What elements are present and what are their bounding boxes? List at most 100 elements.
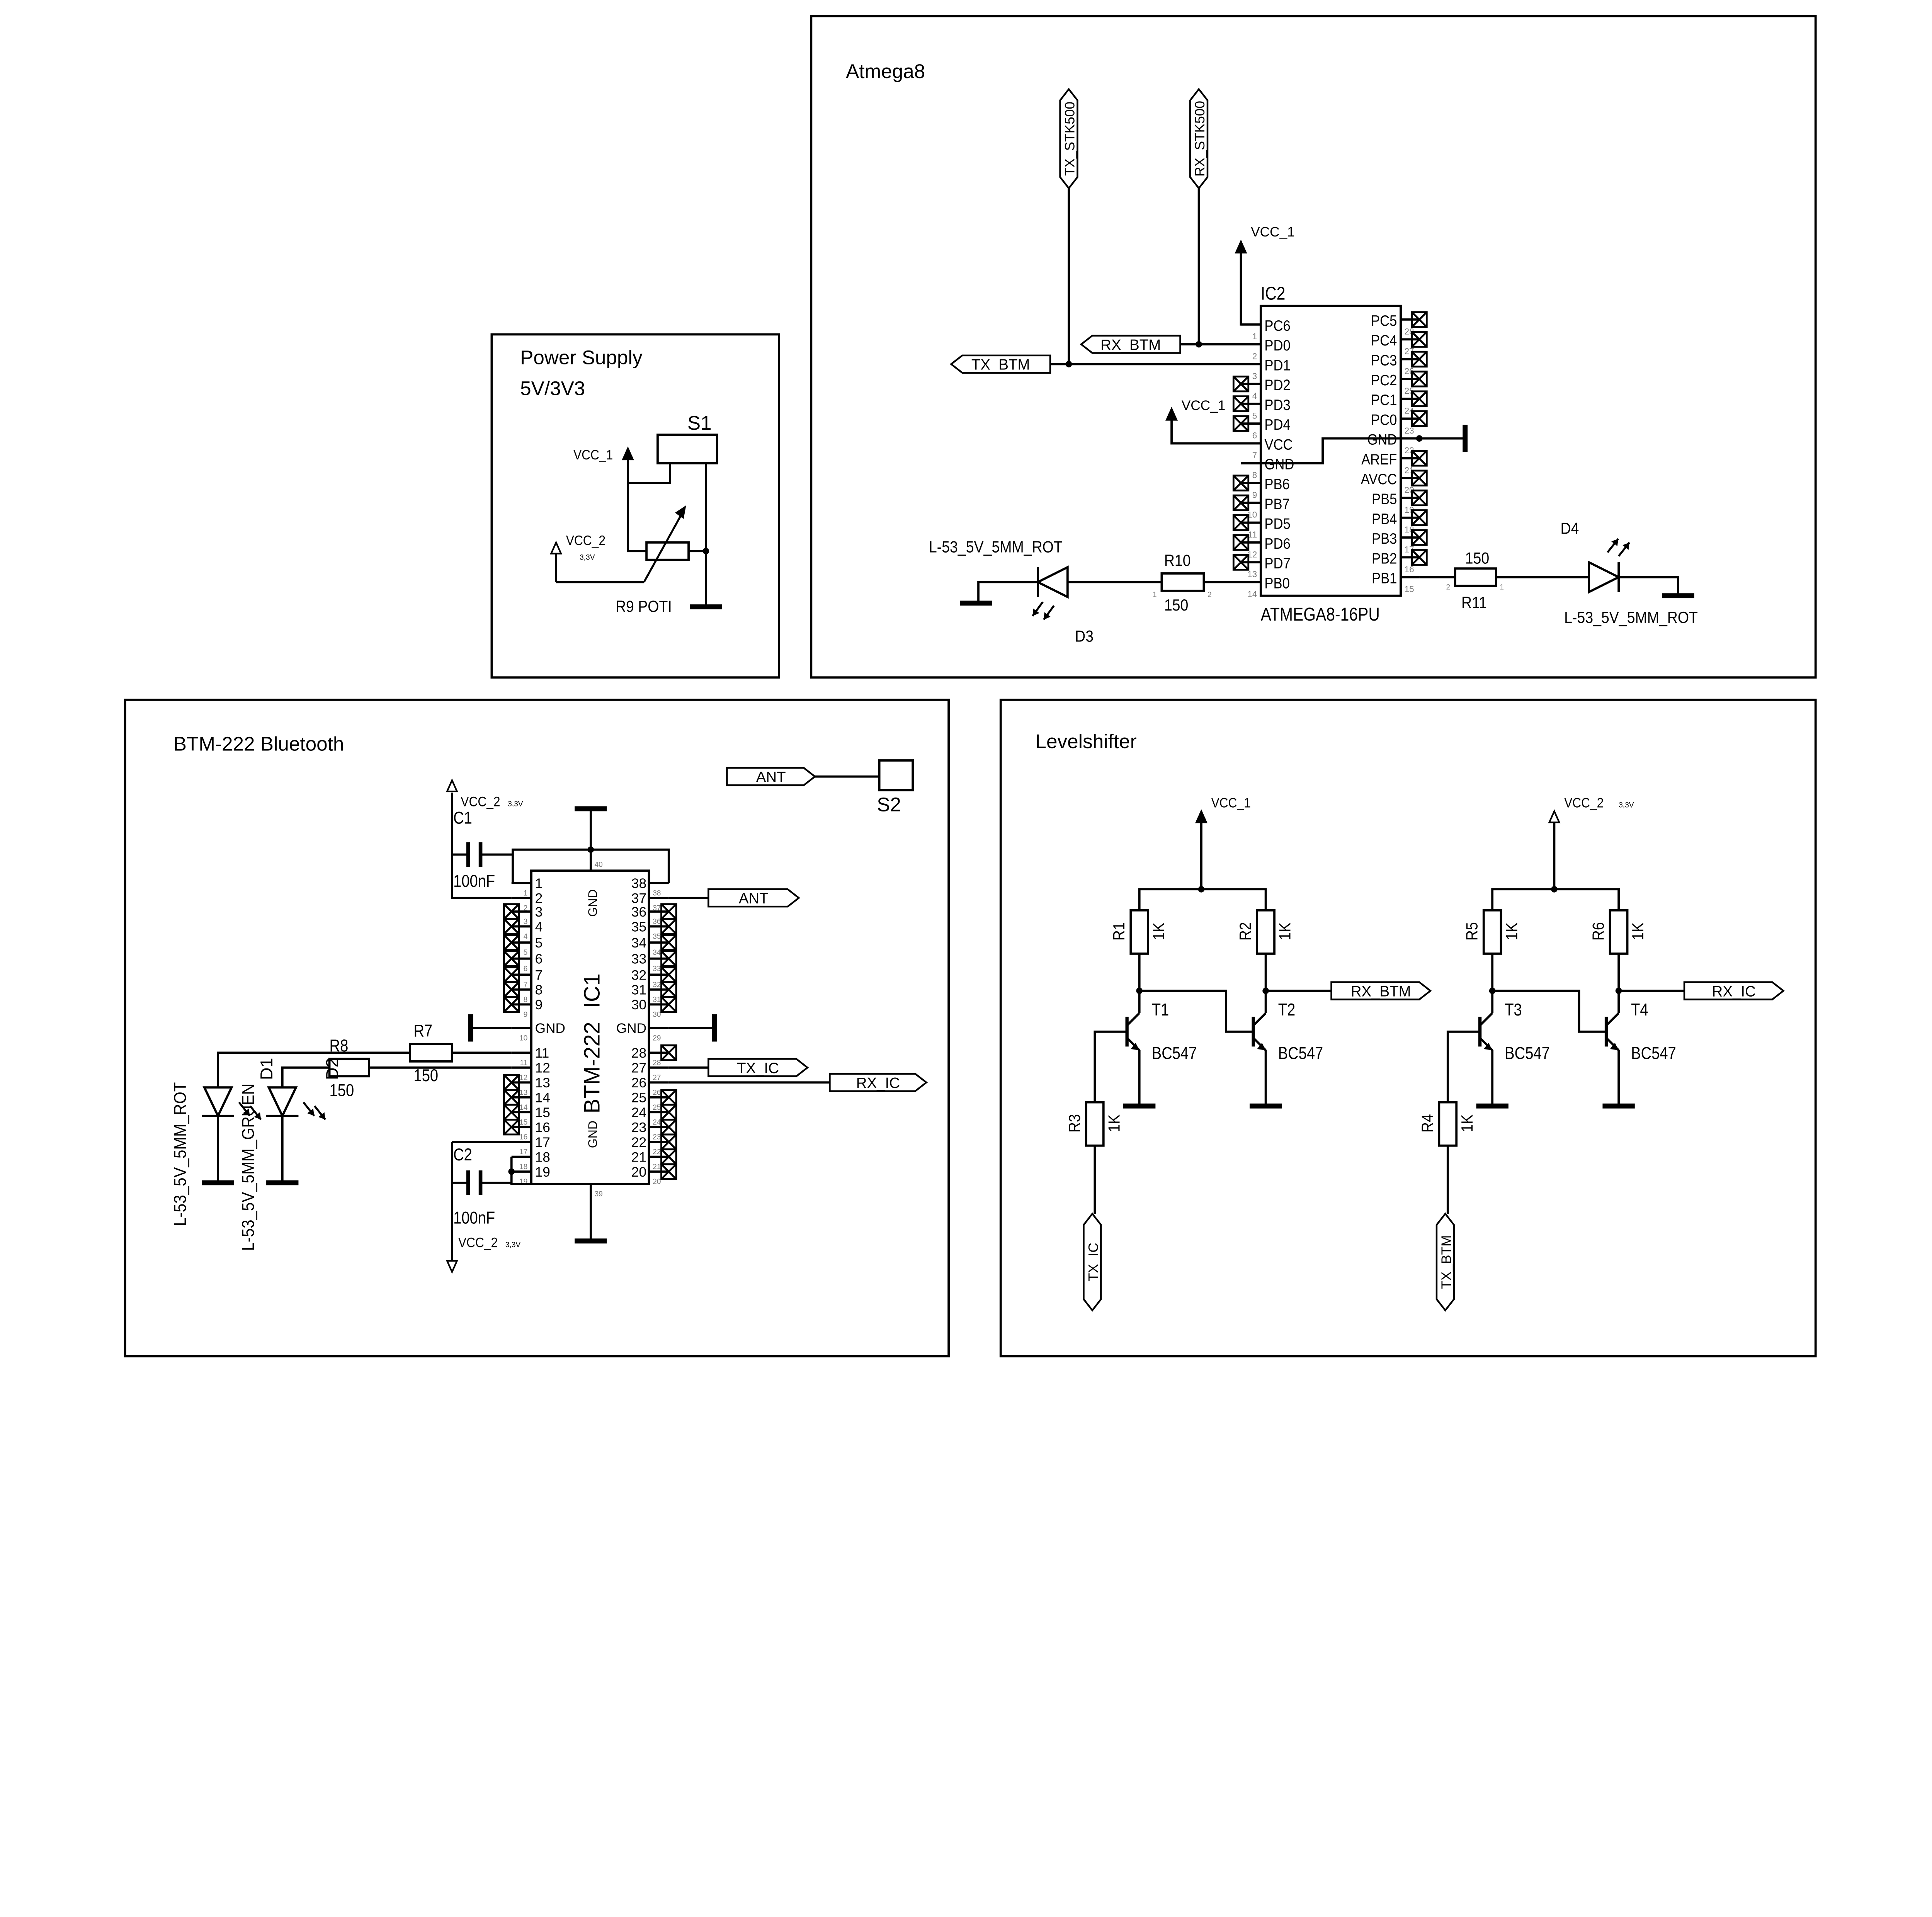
no-connect-marker [660, 918, 677, 935]
ic1-pin-number: 27 [653, 1074, 661, 1082]
ic1-pin-label: 11 [535, 1046, 549, 1061]
no-connect-box [1411, 371, 1428, 388]
wiper-arrow-icon [675, 505, 686, 519]
no-connect-cross [503, 996, 520, 1013]
net-vcc1: VCC_1 [1251, 225, 1295, 240]
ic1-pin-label: 7 [535, 968, 543, 983]
d3-ref: D3 [1075, 627, 1094, 645]
ic1-pin-label: 25 [631, 1090, 646, 1106]
ic2-pin-label: PB1 [1372, 570, 1397, 587]
no-connect-box [503, 934, 520, 951]
r11-value: 150 [1465, 549, 1490, 567]
transistor-T2 [1252, 1012, 1267, 1051]
no-connect-marker [1411, 489, 1428, 507]
no-connect-box [1411, 390, 1428, 407]
wire [217, 1051, 410, 1088]
no-connect-box [1232, 534, 1250, 551]
light-arrow-icon [243, 1108, 250, 1116]
net-vcc-level: VCC_1 [1211, 796, 1251, 811]
light-arrow-icon [1622, 542, 1629, 550]
no-connect-cross [503, 934, 520, 951]
net-vcc-level: VCC_2 [1564, 796, 1604, 811]
ic2-pin-label: PD2 [1264, 377, 1290, 393]
transistor-part: BC547 [1278, 1043, 1323, 1063]
ic1-pin-number: 31 [653, 996, 661, 1004]
no-connect-box [1232, 375, 1250, 393]
net-rx-btm: RX_BTM [1100, 337, 1161, 353]
resistor-r10 [1160, 572, 1205, 592]
no-connect-cross [503, 1119, 520, 1135]
no-connect-box [503, 918, 520, 935]
ic2-pin-label: PD3 [1264, 396, 1290, 413]
ic1-pin-label: GND [616, 1021, 646, 1036]
wire [977, 581, 1038, 603]
no-connect-cross [1411, 311, 1428, 328]
resistor-ref: R5 [1463, 922, 1481, 941]
net-out-level: RX_IC [1712, 983, 1756, 1000]
net-vcc2-btm-top: VCC_2 [461, 794, 500, 810]
net-ant-top: ANT [756, 769, 786, 786]
diode-d3 [1035, 565, 1069, 599]
wire [1491, 888, 1620, 910]
no-connect-marker [1232, 415, 1250, 432]
no-connect-cross [1411, 509, 1428, 526]
no-connect-cross [1233, 554, 1249, 571]
no-connect-cross [1411, 450, 1428, 466]
frame-power-supply [490, 333, 780, 679]
ic2-pin-number: 16 [1405, 565, 1414, 574]
r11-ref: R11 [1461, 594, 1487, 612]
no-connect-cross [1411, 549, 1428, 566]
no-connect-box [660, 1044, 677, 1061]
no-connect-marker [660, 981, 677, 998]
wire [281, 1066, 330, 1088]
resistor-value: 1K [1150, 922, 1168, 940]
ic1-pin-number: 32 [653, 981, 661, 989]
no-connect-cross [660, 1044, 677, 1061]
ic1-pin-label: 1 [535, 876, 543, 891]
ic1-pin-label: 13 [535, 1075, 550, 1090]
no-connect-cross [503, 903, 520, 920]
no-connect-marker [503, 996, 520, 1013]
ic2-pin-label: PB5 [1372, 491, 1397, 507]
ic2-pin-label: GND [1264, 456, 1294, 473]
resistor-R2 [1256, 909, 1276, 955]
ic1-pin-label: 14 [535, 1090, 550, 1106]
no-connect-cross [1411, 490, 1428, 506]
r9-ref: R9 POTI [616, 598, 672, 616]
resistor-ref: R3 [1066, 1114, 1083, 1133]
ic1-pin-label: 20 [631, 1165, 646, 1180]
resistor-ref: R6 [1590, 922, 1607, 941]
d2-ref: D2 [322, 1058, 342, 1080]
no-connect-marker [1411, 350, 1428, 368]
net-out-level-flag [1683, 981, 1785, 1000]
no-connect-marker [1232, 494, 1250, 511]
ic1-pin-number: 21 [653, 1163, 661, 1171]
no-connect-box [1232, 514, 1250, 531]
ic1-pin-label: 31 [631, 983, 646, 998]
no-connect-box [1232, 554, 1250, 571]
no-connect-cross [660, 1089, 677, 1106]
ic1-pin-label: 38 [631, 876, 646, 891]
no-connect-box [1411, 549, 1428, 566]
diode-body [1035, 565, 1069, 599]
no-connect-box [1411, 350, 1428, 368]
no-connect-cross [660, 934, 677, 951]
ic1-pin-number: 34 [653, 949, 661, 957]
no-connect-cross [1411, 351, 1428, 367]
ic2-pin-number: 14 [1247, 589, 1257, 599]
net-tx-stk500: TX_STK500 [1062, 102, 1077, 176]
no-connect-marker [503, 934, 520, 951]
no-connect-marker [1232, 395, 1250, 412]
net-out-level: RX_BTM [1351, 983, 1411, 1000]
supply-arrow-icon [1548, 809, 1561, 823]
ic1-pin-number: 20 [653, 1178, 661, 1186]
ic1-pin-number: 10 [519, 1034, 527, 1042]
no-connect-cross [1411, 391, 1428, 407]
ic2-pin-number: 15 [1405, 584, 1414, 594]
wire [627, 459, 671, 484]
emitter-arrow-icon [1483, 1043, 1493, 1050]
ic1-pin-number: 4 [524, 932, 528, 941]
no-connect-box [660, 950, 677, 967]
resistor-r7 [409, 1043, 453, 1063]
capacitor-c2 [466, 1170, 483, 1195]
